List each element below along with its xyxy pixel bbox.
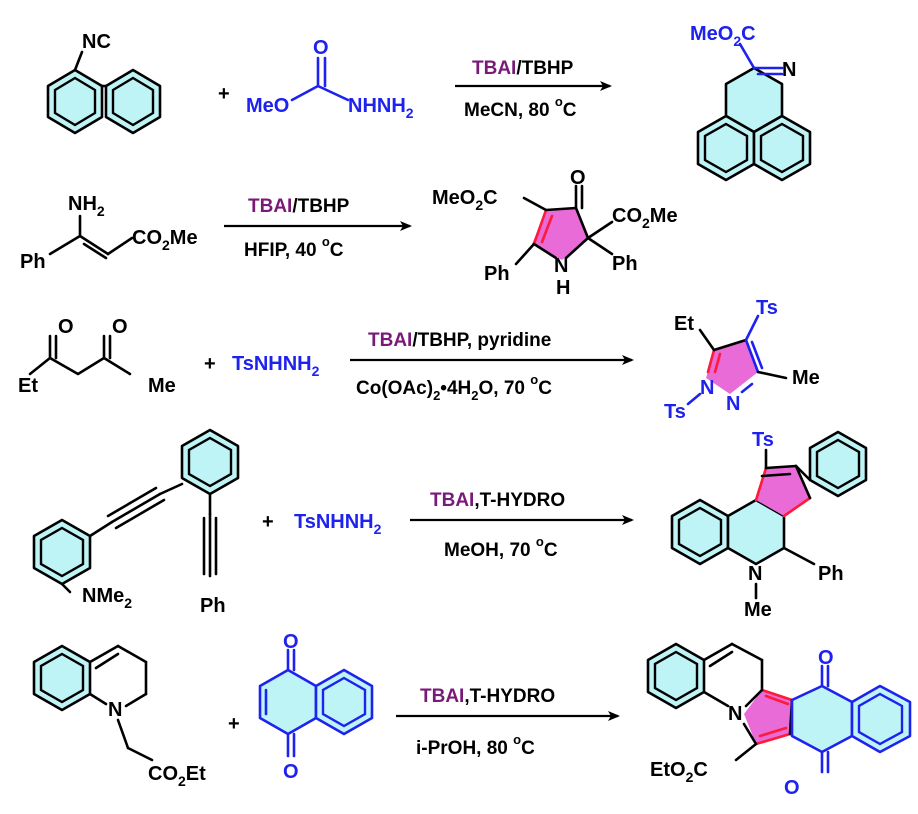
carbonyl-o-label: O <box>313 37 329 59</box>
reaction-4: Ph NMe2 + TsNHNH2 TBAI,T-HYDRO MeOH, 70 … <box>32 428 868 621</box>
plus-sign: + <box>228 713 240 735</box>
fused-quinone-product: N O O EtO2C <box>646 642 912 799</box>
n-label: N <box>748 563 762 585</box>
reagent-5: TBAI,T-HYDRO <box>420 686 555 707</box>
conditions-2: HFIP, 40 oC <box>244 234 344 261</box>
product-quinone-o1: O <box>818 647 834 669</box>
ester-label: EtO2C <box>650 759 708 785</box>
n-methyl-label: Me <box>744 599 772 621</box>
isocyanobiphenyl: NC <box>46 31 162 135</box>
ester-label: CO2Et <box>148 763 206 789</box>
quinone-o2: O <box>283 761 299 783</box>
pyrrolinone-product: O MeO2C CO2Me Ph Ph N H <box>432 167 678 299</box>
conditions-1: MeCN, 80 oC <box>464 94 577 121</box>
phenanthridine-product: MeO2C N <box>690 23 812 182</box>
ester-label: MeO2C <box>690 23 756 49</box>
dialkyne-aniline: Ph NMe2 <box>32 428 240 617</box>
product-quinone-o2: O <box>784 777 800 799</box>
pyrazole-methyl-label: Me <box>792 367 820 389</box>
diketone: O O Et Me <box>18 316 176 397</box>
n1-label: N <box>700 377 714 399</box>
nh-h-label: H <box>556 277 570 299</box>
phenyl-label: Ph <box>818 563 844 585</box>
reagent-1: TBAI/TBHP <box>472 58 574 79</box>
nitrogen-label: N <box>782 59 796 81</box>
ester-label: CO2Me <box>132 227 198 253</box>
ethyl-label: Et <box>18 375 38 397</box>
methyl-label: Me <box>148 375 176 397</box>
plus-sign: + <box>204 353 216 375</box>
n-label: N <box>728 703 742 725</box>
ketone-o-label: O <box>570 167 586 189</box>
diketone-o1: O <box>58 316 74 338</box>
indenoquinoline-product: Ts Ph N Me <box>670 429 868 621</box>
reaction-5: N CO2Et + O O TBAI,T-HYDRO i-PrOH, 80 oC <box>32 631 912 799</box>
dihydroquinoline: N CO2Et <box>32 644 206 789</box>
pyrazole-ethyl-label: Et <box>674 313 694 335</box>
phenyl1-label: Ph <box>484 263 510 285</box>
reagent-3: TBAI/TBHP, pyridine <box>368 330 551 351</box>
tosyl1-label: Ts <box>756 297 778 319</box>
diketone-o2: O <box>112 316 128 338</box>
hydrazide-label: NHNH2 <box>348 95 414 121</box>
tosylhydrazide-label: TsNHNH2 <box>294 511 382 537</box>
nme2-label: NMe2 <box>82 585 132 611</box>
n-label: N <box>108 699 122 721</box>
isocyanide-label: NC <box>82 31 111 53</box>
plus-sign: + <box>218 83 230 105</box>
methyl-carbazate: O MeO NHNH2 <box>246 37 414 121</box>
quinone-o1: O <box>283 631 299 653</box>
amine-label: NH2 <box>68 193 105 219</box>
nh-n-label: N <box>554 255 568 277</box>
naphthoquinone: O O <box>258 631 374 783</box>
phenyl2-label: Ph <box>612 253 638 275</box>
ester2-label: CO2Me <box>612 205 678 231</box>
ester1-label: MeO2C <box>432 187 498 213</box>
plus-sign: + <box>262 511 274 533</box>
reagent-4: TBAI,T-HYDRO <box>430 490 565 511</box>
enaminoester: NH2 Ph CO2Me <box>20 193 198 273</box>
conditions-5: i-PrOH, 80 oC <box>416 732 535 759</box>
tosyl2-label: Ts <box>664 401 686 423</box>
tosyl-label: Ts <box>752 429 774 451</box>
pyrazole-product: Et Ts Me N N Ts <box>664 297 820 423</box>
tosylhydrazide-label: TsNHNH2 <box>232 353 320 379</box>
methoxy-label: MeO <box>246 95 289 117</box>
reagent-2: TBAI/TBHP <box>248 196 350 217</box>
phenyl-label: Ph <box>20 251 46 273</box>
n2-label: N <box>726 393 740 415</box>
conditions-4: MeOH, 70 oC <box>444 534 558 561</box>
reaction-3: O O Et Me + TsNHNH2 TBAI/TBHP, pyridine … <box>18 297 820 423</box>
reaction-2: NH2 Ph CO2Me TBAI/TBHP HFIP, 40 oC O MeO… <box>20 167 678 299</box>
conditions-3: Co(OAc)2•4H2O, 70 oC <box>356 372 552 403</box>
ph-label: Ph <box>200 595 226 617</box>
reaction-1: NC + O MeO NHNH2 TBAI/TBHP MeCN, 80 oC M… <box>46 23 812 182</box>
